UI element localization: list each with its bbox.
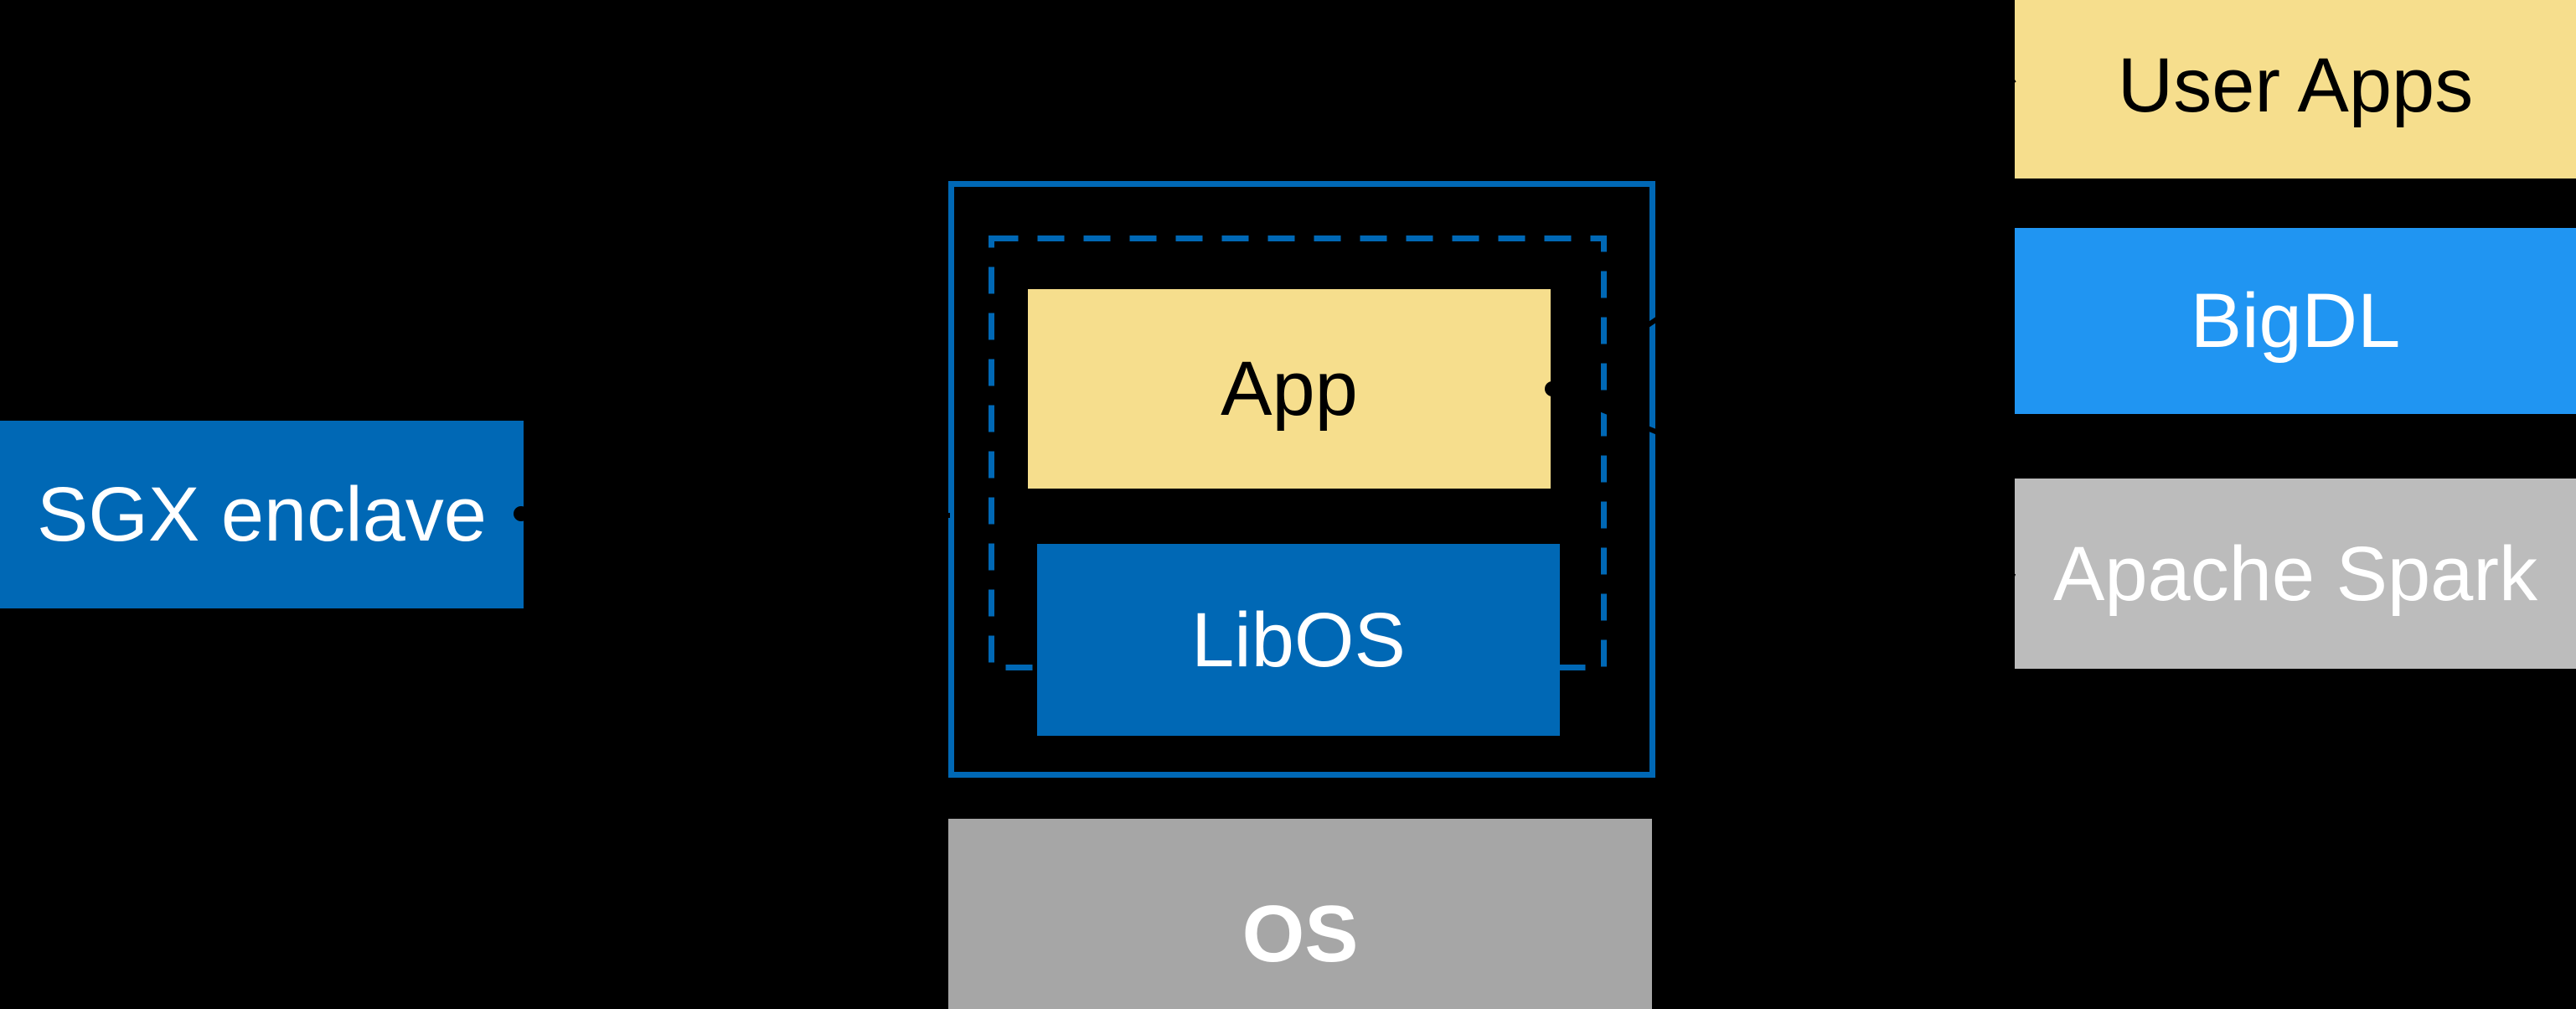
sgx-enclave-box: SGX enclave: [0, 421, 524, 608]
user-apps-box: User Apps: [2015, 0, 2576, 179]
os-box: OS: [948, 819, 1652, 1009]
connector-spark-to-app: [1552, 388, 2016, 579]
bigdl-box: BigDL: [2015, 228, 2576, 414]
app-box: App: [1028, 289, 1551, 489]
sgx-enclave-label: SGX enclave: [37, 472, 487, 557]
connector-enclave-to-sgx: [527, 511, 951, 518]
user-apps-label: User Apps: [2117, 42, 2474, 128]
bigdl-label: BigDL: [2190, 278, 2401, 364]
libos-box: LibOS: [1037, 544, 1560, 736]
enclave-outline-box: [948, 181, 1655, 778]
os-label: OS: [1242, 889, 1359, 979]
connector-user-apps-to-app: [1552, 77, 2016, 391]
arrow-endpoint-dot: [514, 506, 529, 521]
apache-spark-box: Apache Spark: [2015, 479, 2576, 669]
apache-spark-label: Apache Spark: [2053, 530, 2537, 617]
app-label: App: [1221, 346, 1358, 432]
arrow-endpoint-dot: [1545, 381, 1560, 396]
libos-label: LibOS: [1191, 597, 1406, 683]
